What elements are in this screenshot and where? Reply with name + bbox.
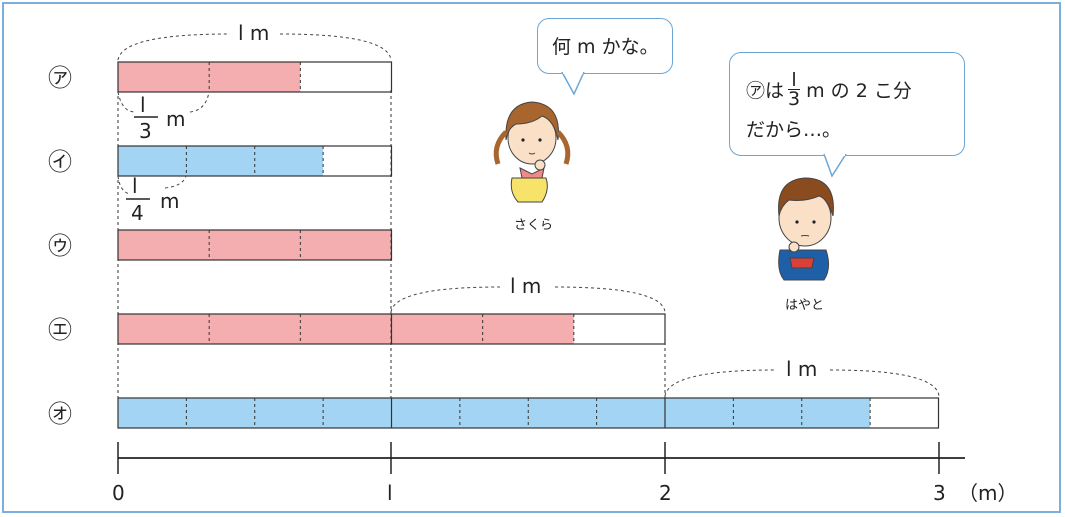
hayato-name: はやと [785, 298, 825, 313]
row-label-a: ㋐ [48, 64, 72, 92]
row-label-o: ㋔ [48, 400, 72, 428]
fraction-a-num: l [140, 93, 146, 117]
sakura-bubble-text: 何 m かな。 [552, 36, 659, 58]
fraction-a-brace [117, 91, 210, 113]
fraction-i-brace [117, 175, 187, 195]
fraction-a-unit: m [166, 107, 185, 131]
hayato-bubble-line2: だから…。 [746, 119, 842, 141]
tick-1: l [387, 481, 393, 505]
hayato-bubble-suffix: m の 2 こ分 [806, 79, 912, 102]
hayato-bubble-prefix: ㋐は [746, 79, 785, 102]
tick-2: 2 [659, 481, 672, 505]
tick-0: 0 [112, 481, 125, 505]
meter-label-2: l m [510, 274, 541, 298]
number-line-ticks [117, 442, 940, 474]
meter-label-3: l m [786, 357, 817, 381]
row-label-i: ㋑ [48, 148, 72, 176]
meter-label-1: l m [238, 21, 269, 45]
hayato-speech-bubble: ㋐は l 3 m の 2 こ分 だから…。 [729, 52, 965, 156]
sakura-speech-bubble: 何 m かな。 [537, 18, 673, 74]
tape-fill [118, 230, 392, 260]
row-label-e: ㋓ [48, 316, 72, 344]
tape-outline [117, 61, 393, 93]
fraction-a-den: 3 [139, 119, 152, 143]
sakura-bubble-tail [561, 72, 585, 96]
axis-unit: （m） [958, 481, 1017, 505]
tape-fill [118, 314, 574, 344]
row-label-u: ㋒ [48, 232, 72, 260]
tape-outline [117, 229, 393, 261]
hayato-bubble-tail [823, 154, 847, 178]
hayato-frac-den: 3 [788, 87, 801, 110]
sakura-name: さくら [514, 218, 554, 233]
hayato-boy-illustration [778, 177, 834, 281]
fraction-i-num: l [132, 174, 138, 198]
fraction-i-unit: m [160, 189, 179, 213]
tape-fill [118, 398, 871, 428]
sakura-girl-illustration [493, 101, 571, 203]
meter-braces [117, 33, 940, 397]
hayato-frac-num: l [788, 70, 800, 90]
tape-fill [118, 146, 324, 176]
fraction-i-den: 4 [131, 201, 144, 225]
tape-bars [117, 61, 940, 429]
tick-3: 3 [933, 481, 946, 505]
